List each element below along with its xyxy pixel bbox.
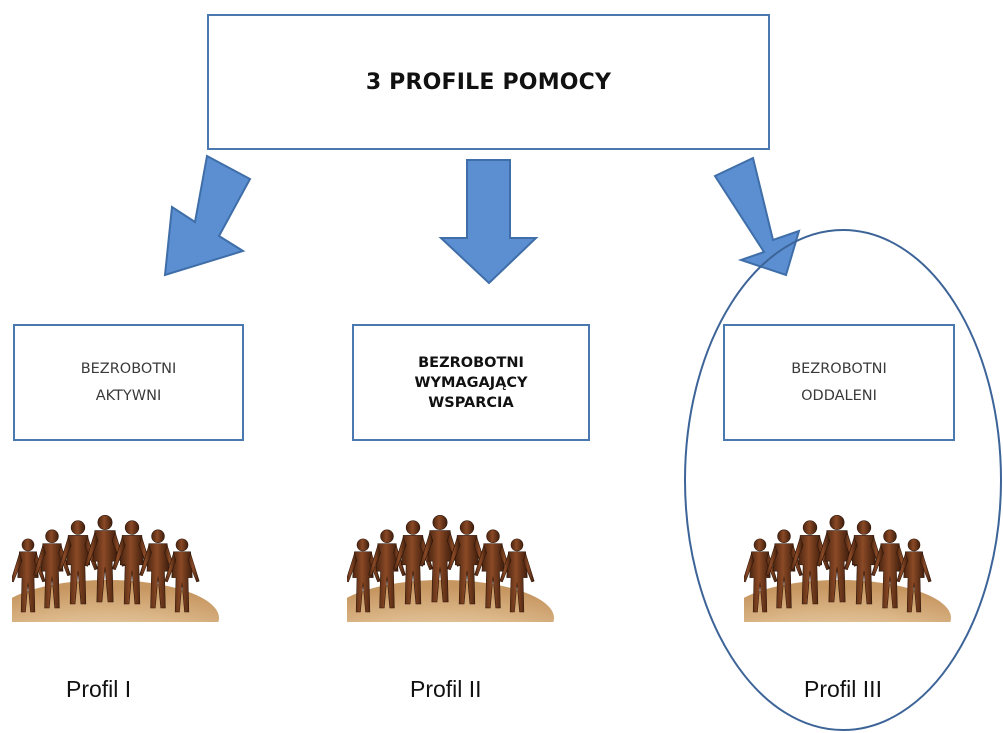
profile-box-line: BEZROBOTNI	[791, 360, 887, 377]
profile-box-line: WSPARCIA	[428, 394, 514, 411]
arrow-down-right-icon	[713, 156, 801, 277]
profile-label-3: Profil III	[804, 676, 882, 702]
profile-label-2: Profil II	[410, 676, 482, 702]
arrow-down-icon	[438, 159, 539, 285]
title-box: 3 PROFILE POMOCY	[207, 14, 770, 150]
profile-box-line: WYMAGAJĄCY	[414, 374, 528, 391]
profile-3-highlight-ellipse	[684, 229, 1002, 731]
profile-label-1: Profil I	[66, 676, 132, 702]
profile-box-2: BEZROBOTNI WYMAGAJĄCY WSPARCIA	[352, 324, 590, 441]
profile-box-3: BEZROBOTNI ODDALENI	[723, 324, 955, 441]
people-group-icon	[0, 515, 219, 656]
profile-box-line: BEZROBOTNI	[418, 354, 524, 371]
diagram-title: 3 PROFILE POMOCY	[365, 69, 612, 95]
profile-box-line: ODDALENI	[801, 387, 877, 404]
people-group-icon	[330, 515, 554, 656]
profile-box-line: BEZROBOTNI	[80, 360, 177, 377]
people-group-icon	[727, 515, 951, 656]
profile-box-1: BEZROBOTNI AKTYWNI	[13, 324, 244, 441]
arrow-down-left-icon	[163, 154, 252, 277]
profile-box-line: AKTYWNI	[95, 387, 162, 404]
